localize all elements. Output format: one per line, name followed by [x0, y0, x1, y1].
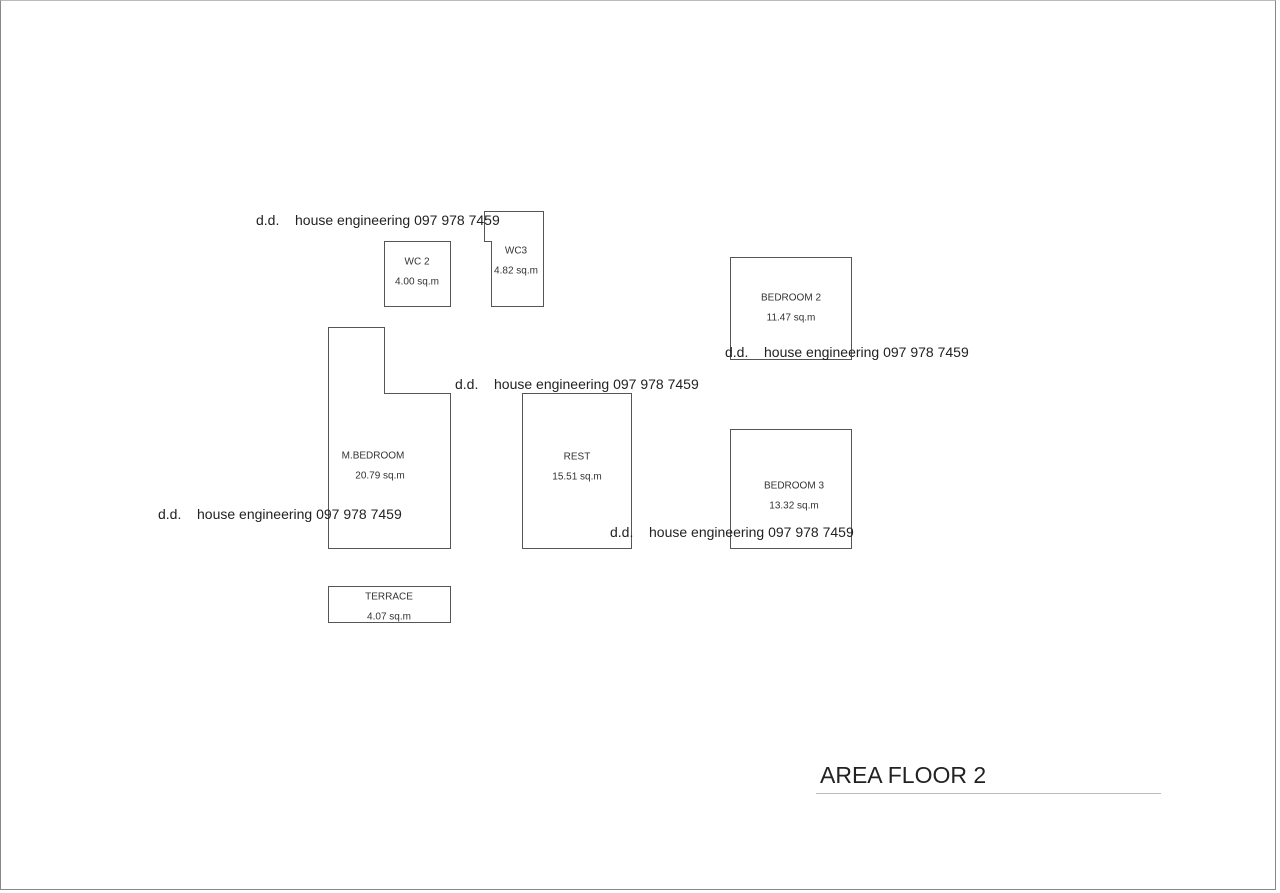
watermark-text: house engineering 097 978 7459	[197, 506, 402, 522]
room-bedroom2-outline	[730, 257, 852, 360]
watermark-prefix: d.d.	[610, 524, 634, 540]
watermark-prefix: d.d.	[158, 506, 182, 522]
room-area: 20.79 sq.m	[355, 470, 405, 482]
room-name: WC3	[504, 245, 528, 257]
room-name: BEDROOM 3	[763, 480, 825, 492]
room-name: TERRACE	[365, 591, 413, 603]
room-area: 4.07 sq.m	[367, 611, 411, 623]
title-underline	[816, 793, 1161, 794]
room-name: M.BEDROOM	[341, 450, 405, 462]
watermark: d.d. house engineering 097 978 7459	[158, 506, 402, 522]
room-rest-outline	[522, 393, 632, 549]
watermark: d.d. house engineering 097 978 7459	[455, 376, 699, 392]
watermark-prefix: d.d.	[725, 344, 749, 360]
room-area: 13.32 sq.m	[769, 500, 819, 512]
drawing-title: AREA FLOOR 2	[820, 762, 987, 788]
room-name: REST	[563, 451, 591, 463]
watermark-prefix: d.d.	[256, 212, 280, 228]
room-bedroom3-outline	[730, 429, 852, 549]
watermark-text: house engineering 097 978 7459	[764, 344, 969, 360]
room-master-bedroom-outline	[328, 327, 451, 549]
watermark: d.d. house engineering 097 978 7459	[256, 212, 500, 228]
watermark-text: house engineering 097 978 7459	[295, 212, 500, 228]
room-name: BEDROOM 2	[760, 292, 822, 304]
watermark-text: house engineering 097 978 7459	[494, 376, 699, 392]
watermark-text: house engineering 097 978 7459	[649, 524, 854, 540]
watermark: d.d. house engineering 097 978 7459	[610, 524, 854, 540]
room-area: 15.51 sq.m	[552, 471, 602, 483]
watermark-prefix: d.d.	[455, 376, 479, 392]
room-area: 11.47 sq.m	[766, 312, 816, 324]
room-terrace-outline	[328, 586, 451, 623]
watermark: d.d. house engineering 097 978 7459	[725, 344, 969, 360]
room-name: WC 2	[404, 256, 430, 268]
room-area: 4.00 sq.m	[395, 276, 439, 288]
room-wc3-outline	[484, 211, 544, 307]
room-wc2-outline	[384, 241, 451, 307]
room-area: 4.82 sq.m	[494, 265, 538, 277]
